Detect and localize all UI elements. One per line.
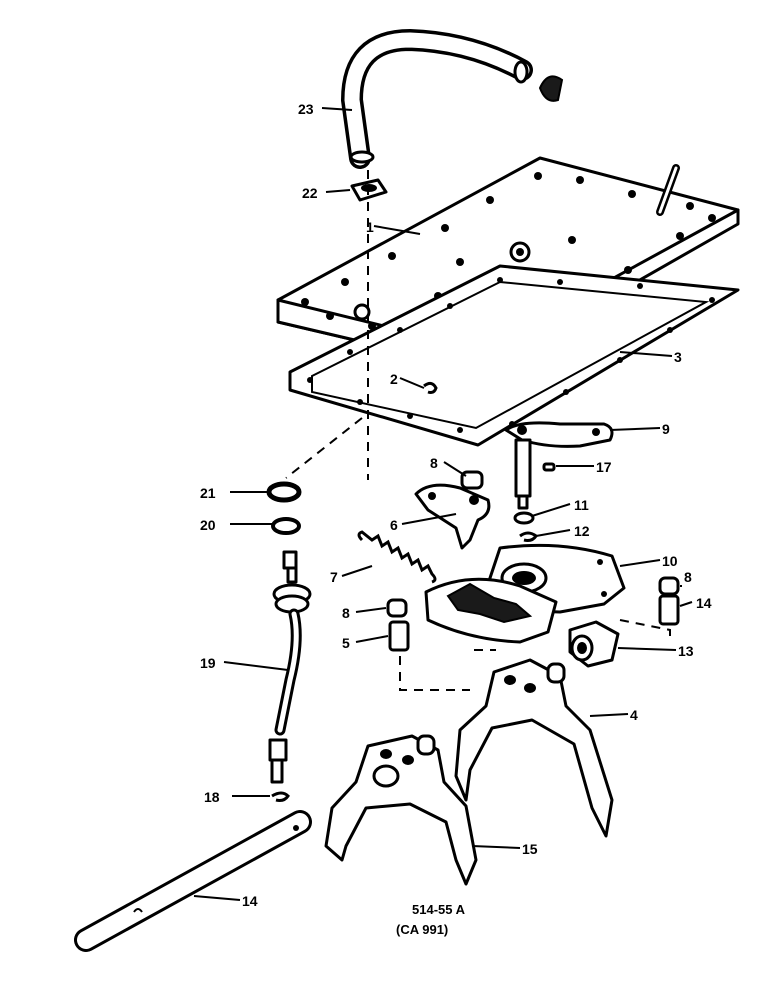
- callout-8-upper: 8: [430, 455, 438, 471]
- callout-13: 13: [678, 643, 694, 659]
- shift-lever: [504, 421, 614, 510]
- return-spring: [357, 530, 437, 584]
- selector-block: [568, 620, 620, 668]
- cover-gasket: [288, 264, 740, 447]
- callout-11: 11: [574, 497, 589, 513]
- detent-pin-right: [658, 594, 680, 626]
- callout-20: 20: [200, 517, 216, 533]
- o-ring: [271, 517, 301, 535]
- callout-8-left: 8: [342, 605, 350, 621]
- callout-6: 6: [390, 517, 398, 533]
- oil-pipe: [268, 550, 312, 784]
- callout-14-rod: 14: [242, 893, 258, 909]
- hose-clamp: [538, 75, 564, 102]
- callout-2: 2: [390, 371, 398, 387]
- callout-10: 10: [662, 553, 678, 569]
- callout-19: 19: [200, 655, 216, 671]
- callout-1: 1: [366, 219, 374, 235]
- callout-18: 18: [204, 789, 220, 805]
- detent-pad-upper: [460, 470, 484, 490]
- callout-labels: 23 22 1 3 2 9 8 17 11 12 6 21 20 7 10 8 …: [200, 101, 712, 909]
- callout-3: 3: [674, 349, 682, 365]
- callout-14-right: 14: [696, 595, 712, 611]
- callout-21: 21: [200, 485, 216, 501]
- selector-housing: [424, 543, 626, 644]
- lever-pin: [542, 462, 556, 472]
- reference-code-ca: (CA 991): [396, 922, 448, 937]
- callout-12: 12: [574, 523, 590, 539]
- callout-15: 15: [522, 841, 538, 857]
- shift-fork-lower: [324, 734, 478, 886]
- snap-ring: [266, 481, 302, 503]
- pipe-clip: [271, 791, 290, 802]
- gasket-bolt-holes: [307, 277, 715, 433]
- callout-5: 5: [342, 635, 350, 651]
- detent-pad-left: [386, 598, 408, 618]
- gasket-clip: [423, 381, 438, 394]
- reference-number: 514-55 A: [412, 902, 466, 917]
- assembly-lines: [285, 170, 671, 691]
- reference-code: 514-55 A (CA 991): [396, 902, 466, 937]
- detent-pin-left: [388, 620, 410, 652]
- lever-washer: [513, 511, 535, 525]
- breather-hose: [340, 28, 533, 169]
- lever-retaining-clip: [519, 531, 539, 542]
- callout-8-right: 8: [684, 569, 692, 585]
- leader-lines: [193, 107, 693, 901]
- interlock-plate: [414, 483, 491, 550]
- callout-17: 17: [596, 459, 612, 475]
- callout-4: 4: [630, 707, 638, 723]
- callout-23: 23: [298, 101, 314, 117]
- detent-pad-right: [658, 576, 680, 596]
- shift-fork-upper: [454, 658, 614, 838]
- callout-7: 7: [330, 569, 338, 585]
- callout-22: 22: [302, 185, 318, 201]
- selector-rod: [74, 810, 312, 952]
- callout-9: 9: [662, 421, 670, 437]
